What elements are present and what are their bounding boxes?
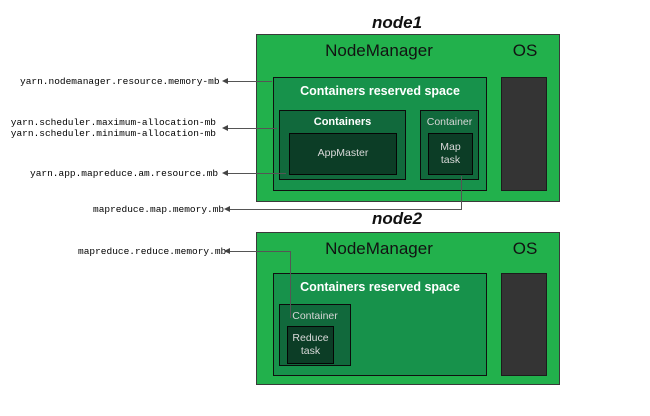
node2-os-slab <box>501 273 547 376</box>
node1-box: NodeManager OS Containers reserved space… <box>256 34 560 202</box>
annotation-scheduler-max: yarn.scheduler.maximum-allocation-mb <box>10 117 216 128</box>
node1-map-task-box: Map task <box>428 133 473 175</box>
annotation-scheduler-min: yarn.scheduler.minimum-allocation-mb <box>10 128 216 139</box>
arrow-reduce-memory <box>224 248 230 254</box>
node1-appmaster-box: AppMaster <box>289 133 397 175</box>
connector-map-memory-horizontal <box>230 209 462 210</box>
arrow-map-memory <box>224 206 230 212</box>
node1-container-box: Container Map task <box>420 110 479 180</box>
connector-reduce-memory-horizontal <box>230 251 291 252</box>
node2-nodemanager-label: NodeManager <box>325 239 433 258</box>
node2-reduce-task-box: Reduce task <box>287 326 334 364</box>
node2-title: node2 <box>372 209 423 228</box>
annotation-am-resource: yarn.app.mapreduce.am.resource.mb <box>30 168 219 179</box>
node2-reserved-space: Containers reserved space Container Redu… <box>273 273 487 376</box>
node2-os-label: OS <box>512 239 538 258</box>
connector-nodemanager-memory <box>228 81 272 82</box>
node1-map-task-label: Map task <box>440 140 461 166</box>
connector-reduce-memory-vertical <box>290 251 291 318</box>
node1-os-slab <box>501 77 547 191</box>
arrow-nodemanager-memory <box>222 78 228 84</box>
node1-reserved-space-label: Containers reserved space <box>300 84 460 98</box>
annotation-scheduler-allocation: yarn.scheduler.maximum-allocation-mb yar… <box>8 117 216 139</box>
node2-container-label: Container <box>292 310 338 322</box>
node2-reserved-space-label: Containers reserved space <box>300 280 460 294</box>
node2-container-box: Container Reduce task <box>279 304 351 366</box>
node1-containers-group-label: Containers <box>313 116 372 128</box>
connector-scheduler-allocation <box>228 128 277 129</box>
connector-am-resource <box>228 173 286 174</box>
node1-container-label: Container <box>426 116 473 128</box>
arrow-scheduler-allocation <box>222 125 228 131</box>
node2-reduce-task-label: Reduce task <box>292 331 329 357</box>
annotation-nodemanager-memory: yarn.nodemanager.resource.memory-mb <box>20 76 220 87</box>
node1-appmaster-label: AppMaster <box>317 147 369 160</box>
node1-title: node1 <box>372 13 423 32</box>
node1-nodemanager-label: NodeManager <box>325 41 433 60</box>
node1-os-label: OS <box>512 41 538 60</box>
annotation-map-memory: mapreduce.map.memory.mb <box>93 204 225 215</box>
node1-containers-group: Containers AppMaster <box>279 110 406 180</box>
node1-reserved-space: Containers reserved space Containers App… <box>273 77 487 191</box>
node2-box: NodeManager OS Containers reserved space… <box>256 232 560 385</box>
arrow-am-resource <box>222 170 228 176</box>
annotation-reduce-memory: mapreduce.reduce.memory.mb <box>78 246 227 257</box>
connector-map-memory-vertical <box>461 176 462 210</box>
